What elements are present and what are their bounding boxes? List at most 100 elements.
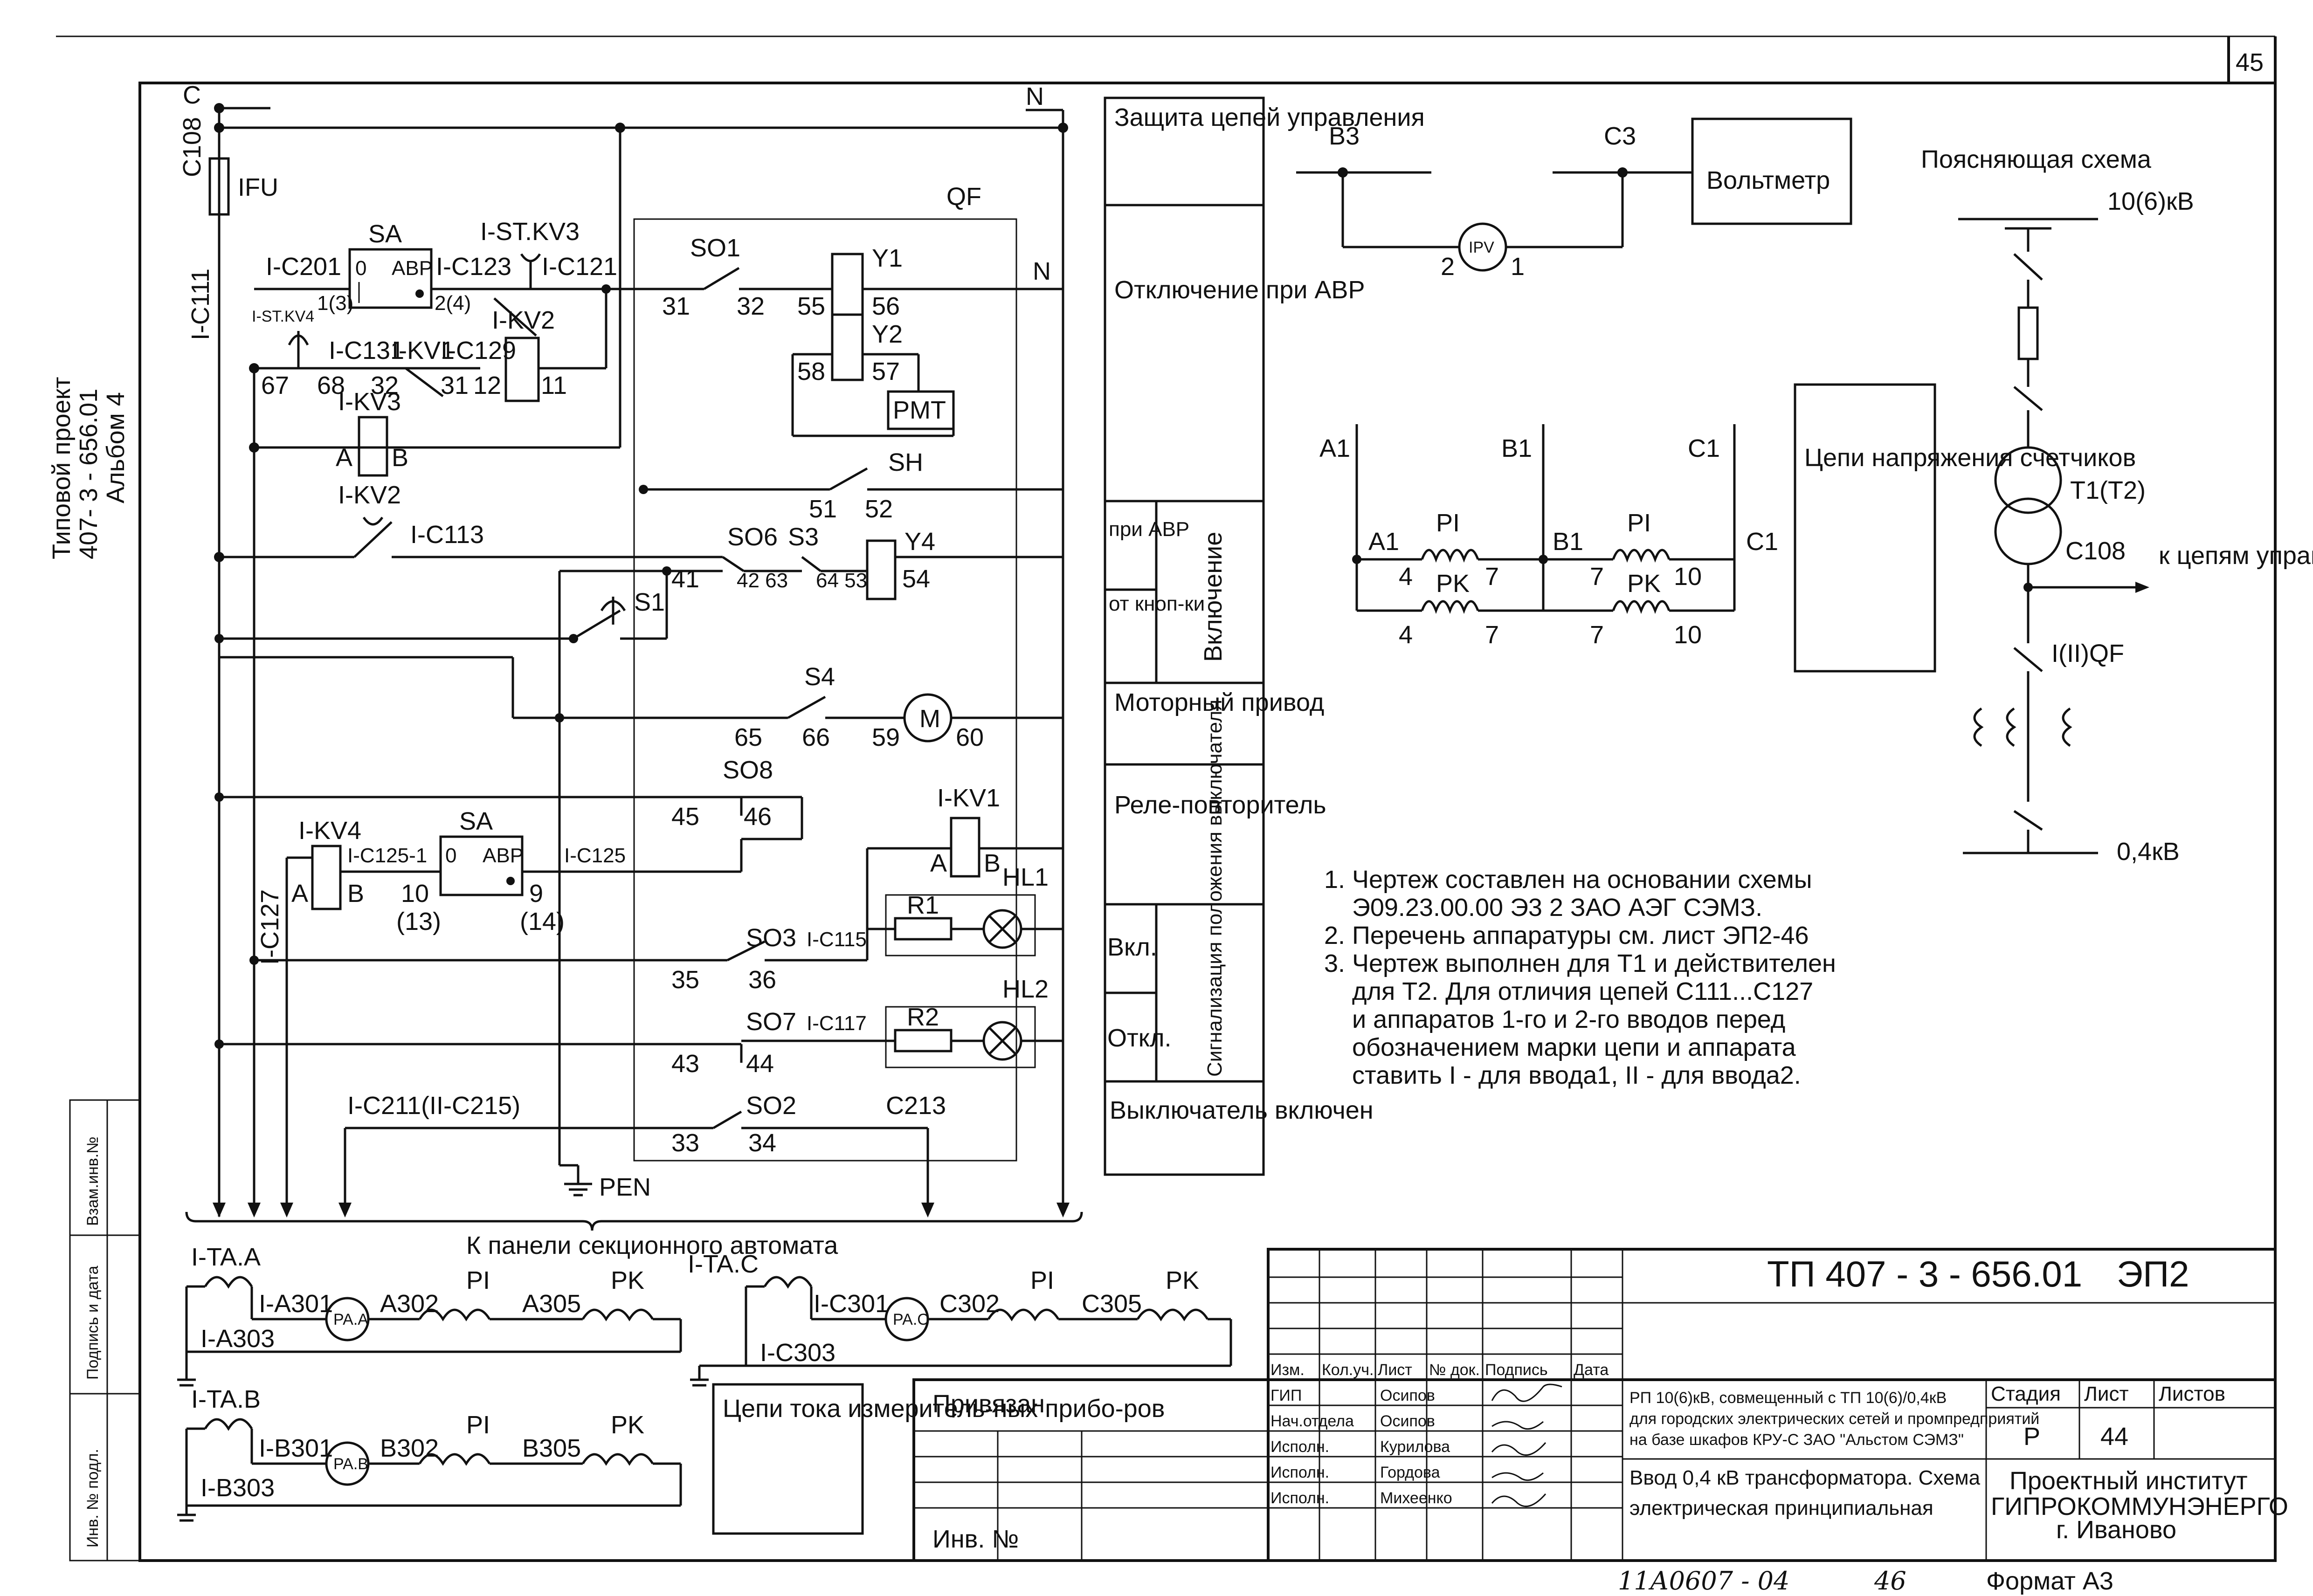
- svg-text:Р: Р: [2023, 1423, 2040, 1451]
- svg-text:51: 51: [809, 495, 837, 523]
- svg-text:Инв. №: Инв. №: [932, 1525, 1019, 1553]
- svg-text:PK: PK: [611, 1266, 644, 1294]
- svg-text:56: 56: [872, 292, 900, 320]
- svg-text:PI: PI: [1436, 509, 1460, 537]
- title-block: Привязан Инв. № ТП 407 - 3 - 656.01 ЭП2 …: [912, 1248, 2288, 1562]
- svg-text:PA.C: PA.C: [893, 1311, 929, 1328]
- hv-fuse: [2017, 306, 2039, 360]
- meter-circuit: A1 B1 C1 A1 B1 C1 PI PI PK PK 4 7 7 10 4…: [1319, 383, 2136, 673]
- strip-label-inv: Инв. № подл.: [84, 1449, 102, 1548]
- ist-kv4-label: I-ST.KV4: [252, 308, 314, 325]
- wire-c108: C108: [178, 117, 206, 177]
- svg-text:на базе шкафов КРУ-С ЗАО "Альс: на базе шкафов КРУ-С ЗАО "Альстом СЭМЗ": [1629, 1431, 1964, 1449]
- ikv1-coil-label: I-KV1: [937, 784, 1000, 812]
- svg-text:Кол.уч.: Кол.уч.: [1322, 1361, 1374, 1379]
- svg-text:Стадия: Стадия: [1991, 1383, 2061, 1405]
- n-label-qf: N: [1033, 257, 1051, 285]
- svg-text:1: 1: [1511, 253, 1525, 281]
- svg-text:57: 57: [872, 358, 900, 385]
- svg-text:44: 44: [2100, 1423, 2128, 1451]
- svg-text:S1: S1: [634, 588, 665, 616]
- wire-ic117: I-C117: [807, 1012, 867, 1035]
- svg-text:Изм.: Изм.: [1270, 1361, 1305, 1379]
- svg-text:C302: C302: [939, 1290, 1000, 1318]
- svg-text:Поясняющая схема: Поясняющая схема: [1921, 145, 2152, 173]
- svg-text:Исполн.: Исполн.: [1270, 1438, 1329, 1456]
- svg-text:Цепи тока измеритель-ных прибо: Цепи тока измеритель-ных прибо-ров: [723, 1395, 1165, 1423]
- svg-text:Y4: Y4: [904, 528, 935, 556]
- svg-text:2. Перечень аппаратуры см. лис: 2. Перечень аппаратуры см. лист ЭП2-46: [1324, 922, 1809, 949]
- voltmeter-ipv: [1458, 222, 1507, 272]
- svg-text:S4: S4: [804, 663, 835, 691]
- svg-text:0,4кВ: 0,4кВ: [2117, 838, 2180, 866]
- svg-text:IPV: IPV: [1469, 239, 1494, 256]
- sa-switch-top: [348, 248, 433, 309]
- svg-text:I-B303: I-B303: [200, 1474, 275, 1502]
- svg-text:Отключение при АВР: Отключение при АВР: [1114, 276, 1365, 304]
- svg-text:РП 10(6)кВ, совмещенный с ТП 1: РП 10(6)кВ, совмещенный с ТП 10(6)/0,4кВ: [1629, 1389, 1947, 1407]
- svg-text:при АВР: при АВР: [1109, 518, 1189, 541]
- svg-text:Ввод 0,4 кВ трансформатора. Сх: Ввод 0,4 кВ трансформатора. Схема: [1629, 1466, 1981, 1489]
- ist-kv3-label: I-ST.KV3: [480, 218, 580, 246]
- svg-text:Вкл.: Вкл.: [1107, 933, 1157, 961]
- wire-ic115: I-C115: [807, 928, 867, 951]
- project-side-note: Типовой проект 407- 3 - 656.01 Альбом 4: [48, 377, 130, 559]
- svg-text:и аппаратов 1-го и 2-го вводов: и аппаратов 1-го и 2-го вводов перед: [1352, 1005, 1785, 1033]
- svg-text:SO2: SO2: [746, 1092, 796, 1120]
- svg-text:Лист: Лист: [1378, 1361, 1412, 1379]
- svg-text:31: 31: [441, 371, 469, 399]
- svg-text:I-TA.B: I-TA.B: [191, 1385, 261, 1413]
- wire-ic121: I-C121: [542, 253, 617, 281]
- svg-text:7: 7: [1485, 621, 1499, 649]
- strip-label-sign: Подпись и дата: [84, 1266, 102, 1380]
- svg-text:43: 43: [671, 1050, 699, 1078]
- svg-text:SO7: SO7: [746, 1008, 796, 1036]
- svg-text:Подпись: Подпись: [1485, 1361, 1548, 1379]
- svg-text:B: B: [347, 880, 364, 908]
- svg-text:I-C301: I-C301: [814, 1290, 889, 1318]
- svg-text:33: 33: [671, 1129, 699, 1157]
- svg-text:A: A: [291, 880, 308, 908]
- svg-text:Нач.отдела: Нач.отдела: [1270, 1412, 1354, 1430]
- voltmeter-box: [1691, 117, 1852, 225]
- svg-text:PK: PK: [1436, 570, 1470, 598]
- svg-text:I-A303: I-A303: [200, 1325, 275, 1353]
- svg-text:7: 7: [1485, 563, 1499, 591]
- svg-text:Дата: Дата: [1574, 1361, 1609, 1379]
- explanatory-scheme: Поясняющая схема 10(6)кВ T1(T2) C108 к ц…: [1921, 145, 2313, 866]
- wire-ic123: I-C123: [436, 253, 511, 281]
- svg-text:Выключатель включен: Выключатель включен: [1110, 1096, 1374, 1124]
- svg-text:PA.A: PA.A: [333, 1311, 368, 1328]
- svg-text:7: 7: [1590, 621, 1604, 649]
- qf-label: QF: [946, 183, 981, 211]
- svg-text:Цепи напряжения счетчиков: Цепи напряжения счетчиков: [1804, 444, 2136, 472]
- svg-text:Сигнализация положения выключа: Сигнализация положения выключателя: [1203, 700, 1226, 1077]
- svg-text:Y1: Y1: [872, 244, 903, 272]
- bus-n-label: N: [1026, 83, 1044, 110]
- svg-text:S3: S3: [788, 523, 819, 551]
- svg-text:A1: A1: [1368, 528, 1399, 556]
- resistor-r1: [894, 917, 953, 941]
- wire-c213: C213: [886, 1092, 946, 1120]
- svg-text:PK: PK: [1627, 570, 1661, 598]
- svg-text:PEN: PEN: [599, 1173, 651, 1201]
- handwritten-number: 11А0607 - 04: [1618, 1566, 1789, 1596]
- svg-text:36: 36: [748, 966, 776, 994]
- svg-text:Э09.23.00.00 Э3 2 ЗАО АЭГ СЭМЗ: Э09.23.00.00 Э3 2 ЗАО АЭГ СЭМЗ.: [1352, 894, 1762, 922]
- svg-text:34: 34: [748, 1129, 776, 1157]
- ikv3-label: I-KV3: [338, 388, 401, 416]
- coil-ikv1: [950, 817, 980, 878]
- svg-text:Проектный институт: Проектный институт: [2009, 1467, 2248, 1495]
- svg-text:Осипов: Осипов: [1380, 1387, 1435, 1404]
- svg-text:59: 59: [872, 723, 900, 751]
- svg-text:PI: PI: [1627, 509, 1651, 537]
- page-number: 45: [2236, 48, 2264, 76]
- handwritten-sheet: 46: [1874, 1566, 1906, 1596]
- transformer-hv-winding: [1994, 446, 2062, 514]
- svg-text:HL1: HL1: [1002, 863, 1049, 891]
- svg-text:SO8: SO8: [723, 756, 773, 784]
- svg-text:0: 0: [355, 257, 366, 280]
- fuse-label: IFU: [238, 173, 278, 201]
- svg-text:A305: A305: [522, 1290, 581, 1318]
